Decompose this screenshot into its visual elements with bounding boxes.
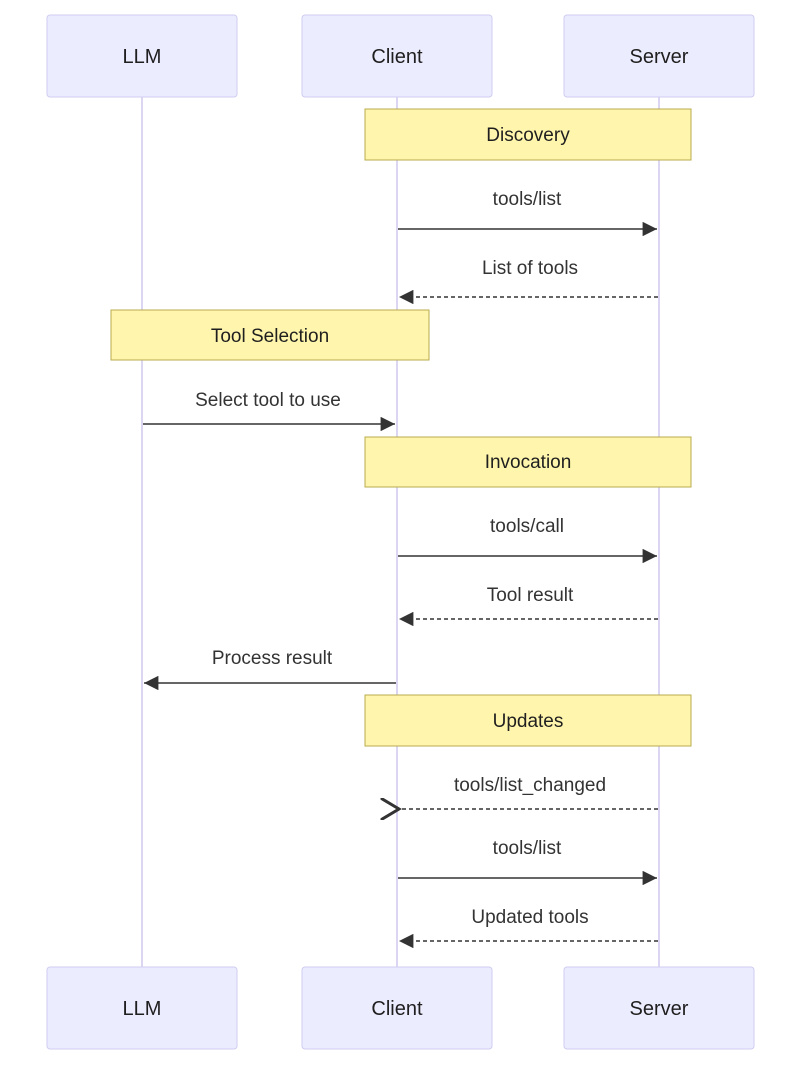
message-tools-list-changed-label: tools/list_changed <box>454 775 606 796</box>
message-tools-list: tools/list <box>398 189 657 237</box>
note-discovery-label: Discovery <box>486 125 570 146</box>
actor-server-top: Server <box>563 14 755 98</box>
message-select-tool-label: Select tool to use <box>195 390 341 411</box>
message-updated-tools: Updated tools <box>399 907 658 949</box>
actor-server-bottom: Server <box>563 966 755 1050</box>
message-tools-list-changed: tools/list_changed <box>399 775 658 809</box>
note-discovery: Discovery <box>364 108 692 161</box>
actor-client-bottom-label: Client <box>371 998 423 1020</box>
actor-llm-top: LLM <box>46 14 238 98</box>
message-process-result-label: Process result <box>212 648 333 669</box>
actor-llm-bottom-label: LLM <box>123 998 162 1020</box>
message-tools-list-label: tools/list <box>493 189 562 210</box>
message-process-result: Process result <box>144 648 396 691</box>
actor-client-top: Client <box>301 14 493 98</box>
message-tools-list-second-label: tools/list <box>493 838 562 859</box>
note-invocation: Invocation <box>364 436 692 488</box>
message-tool-result: Tool result <box>399 585 658 627</box>
message-select-tool: Select tool to use <box>143 390 395 432</box>
message-updated-tools-label: Updated tools <box>471 907 588 928</box>
actor-llm-bottom: LLM <box>46 966 238 1050</box>
actor-client-bottom: Client <box>301 966 493 1050</box>
note-updates: Updates <box>364 694 692 747</box>
actor-server-bottom-label: Server <box>630 998 689 1020</box>
actor-llm-label: LLM <box>123 46 162 68</box>
note-tool-selection: Tool Selection <box>110 309 430 361</box>
message-tools-call: tools/call <box>398 516 657 564</box>
message-tool-result-label: Tool result <box>487 585 574 606</box>
message-list-of-tools-label: List of tools <box>482 258 578 279</box>
message-tools-list-second: tools/list <box>398 838 657 886</box>
message-tools-call-label: tools/call <box>490 516 564 537</box>
actor-client-label: Client <box>371 46 423 68</box>
note-tool-selection-label: Tool Selection <box>211 326 329 347</box>
note-updates-label: Updates <box>493 711 564 732</box>
message-list-of-tools: List of tools <box>399 258 658 305</box>
note-invocation-label: Invocation <box>485 452 572 473</box>
actor-server-label: Server <box>630 46 689 68</box>
